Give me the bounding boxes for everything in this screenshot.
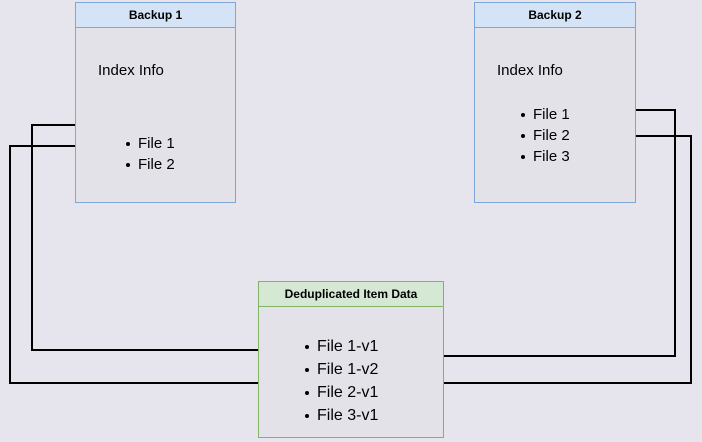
- node-backup-1[interactable]: Backup 1 Index Info File 1 File 2: [75, 2, 236, 203]
- list-item: File 3: [519, 146, 570, 167]
- node-deduplicated-item-data[interactable]: Deduplicated Item Data File 1-v1 File 1-…: [258, 281, 444, 438]
- list-item: File 3-v1: [303, 404, 378, 427]
- node-backup-1-title: Backup 1: [76, 3, 235, 28]
- node-backup-2-title: Backup 2: [475, 3, 635, 28]
- node-backup-2-caption: Index Info: [497, 62, 563, 79]
- dedup-item-list: File 1-v1 File 1-v2 File 2-v1 File 3-v1: [303, 335, 378, 427]
- node-backup-2-body: Index Info File 1 File 2 File 3: [475, 28, 635, 202]
- list-item: File 2: [124, 154, 175, 175]
- list-item: File 2-v1: [303, 381, 378, 404]
- list-item: File 1-v2: [303, 358, 378, 381]
- list-item: File 2: [519, 125, 570, 146]
- node-deduplicated-item-data-title: Deduplicated Item Data: [259, 282, 443, 307]
- node-deduplicated-item-data-body: File 1-v1 File 1-v2 File 2-v1 File 3-v1: [259, 307, 443, 437]
- node-backup-1-file-list: File 1 File 2: [124, 133, 175, 175]
- list-item: File 1: [519, 104, 570, 125]
- node-backup-1-caption: Index Info: [98, 62, 164, 79]
- node-backup-1-body: Index Info File 1 File 2: [76, 28, 235, 202]
- list-item: File 1-v1: [303, 335, 378, 358]
- node-backup-2[interactable]: Backup 2 Index Info File 1 File 2 File 3: [474, 2, 636, 203]
- node-backup-2-file-list: File 1 File 2 File 3: [519, 104, 570, 167]
- list-item: File 1: [124, 133, 175, 154]
